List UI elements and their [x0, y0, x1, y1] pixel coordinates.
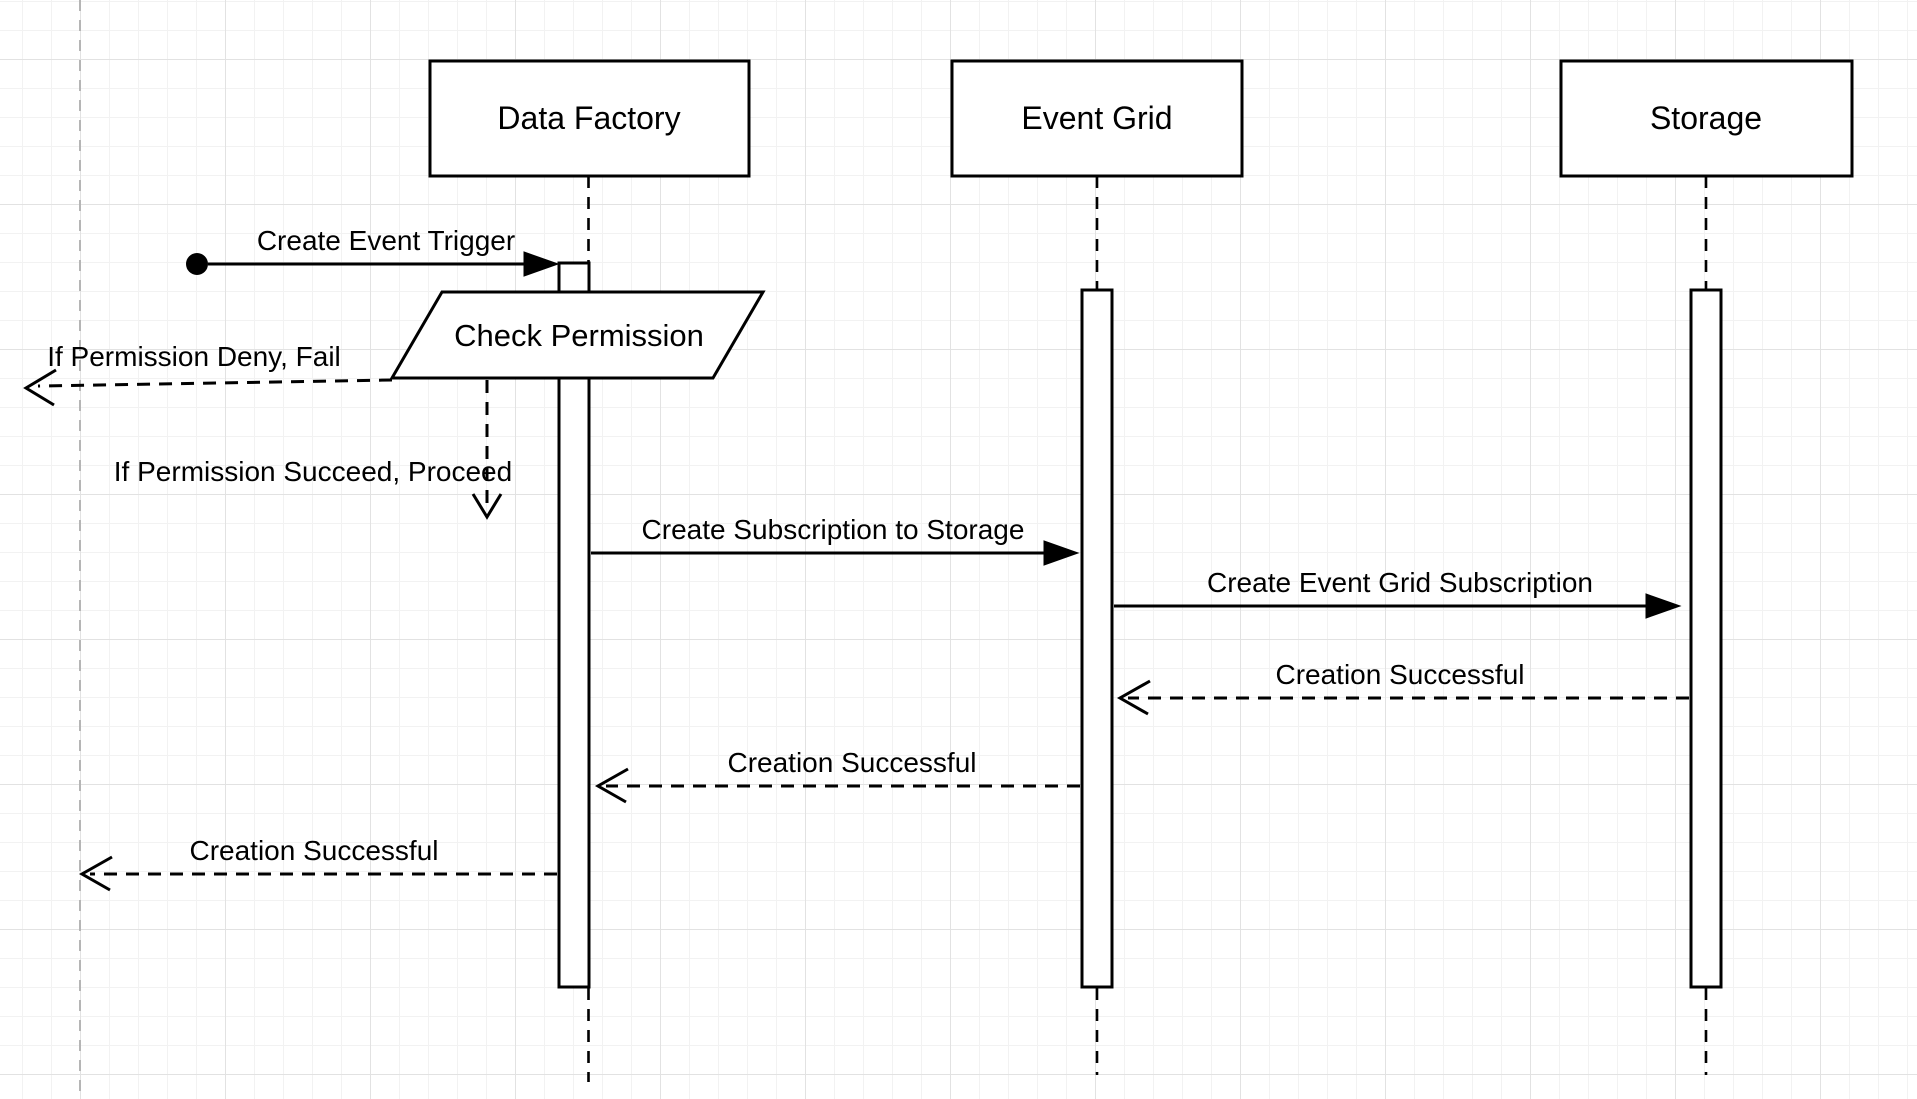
- message-label: Create Event Trigger: [257, 225, 515, 256]
- message-label: If Permission Succeed, Proceed: [114, 456, 512, 487]
- activation-bar-event-grid[interactable]: [1080, 288, 1114, 989]
- arrowhead-open-left-icon: [78, 855, 113, 892]
- message-label: Create Event Grid Subscription: [1207, 567, 1593, 598]
- message-if-permission-succeed[interactable]: If Permission Succeed, Proceed: [114, 380, 512, 520]
- message-create-event-grid-subscription[interactable]: Create Event Grid Subscription: [1114, 567, 1682, 619]
- message-creation-successful-event-grid[interactable]: Creation Successful: [594, 747, 1080, 804]
- message-if-permission-deny[interactable]: If Permission Deny, Fail: [23, 341, 393, 407]
- arrowhead-solid-right-icon: [1645, 593, 1682, 619]
- message-creation-successful-storage[interactable]: Creation Successful: [1116, 659, 1689, 716]
- actor-box-data-factory[interactable]: [428, 59, 751, 178]
- actor-data-factory[interactable]: Data Factory: [428, 59, 751, 178]
- activation-bar-storage[interactable]: [1689, 288, 1723, 989]
- actor-label-storage: Storage: [1650, 100, 1762, 136]
- actor-storage[interactable]: Storage: [1559, 59, 1854, 178]
- start-point-dot[interactable]: [186, 253, 208, 275]
- message-label: Creation Successful: [1275, 659, 1524, 690]
- actor-label-data-factory: Data Factory: [497, 100, 680, 136]
- node-check-permission[interactable]: Check Permission: [389, 290, 766, 380]
- arrowhead-open-left-icon: [23, 368, 57, 407]
- message-label: Creation Successful: [189, 835, 438, 866]
- message-label: If Permission Deny, Fail: [47, 341, 341, 372]
- message-create-event-trigger[interactable]: Create Event Trigger: [186, 225, 560, 277]
- message-arrow-line[interactable]: [37, 378, 393, 388]
- actor-label-event-grid: Event Grid: [1021, 100, 1172, 136]
- message-creation-successful-data-factory[interactable]: Creation Successful: [78, 835, 557, 892]
- arrowhead-open-left-icon: [594, 767, 629, 804]
- arrowhead-solid-right-icon: [1043, 540, 1080, 566]
- check-permission-parallelogram[interactable]: [389, 290, 766, 380]
- check-permission-label: Check Permission: [454, 318, 704, 353]
- actor-box-event-grid[interactable]: [950, 59, 1244, 178]
- actor-event-grid[interactable]: Event Grid: [950, 59, 1244, 178]
- arrowhead-solid-right-icon: [523, 251, 560, 277]
- actor-box-storage[interactable]: [1559, 59, 1854, 178]
- activation-bar-data-factory[interactable]: [557, 261, 591, 989]
- message-label: Create Subscription to Storage: [642, 514, 1025, 545]
- arrowhead-open-down-icon: [471, 493, 503, 520]
- arrowhead-open-left-icon: [1116, 679, 1151, 716]
- message-label: Creation Successful: [727, 747, 976, 778]
- message-create-subscription-to-storage[interactable]: Create Subscription to Storage: [591, 514, 1080, 566]
